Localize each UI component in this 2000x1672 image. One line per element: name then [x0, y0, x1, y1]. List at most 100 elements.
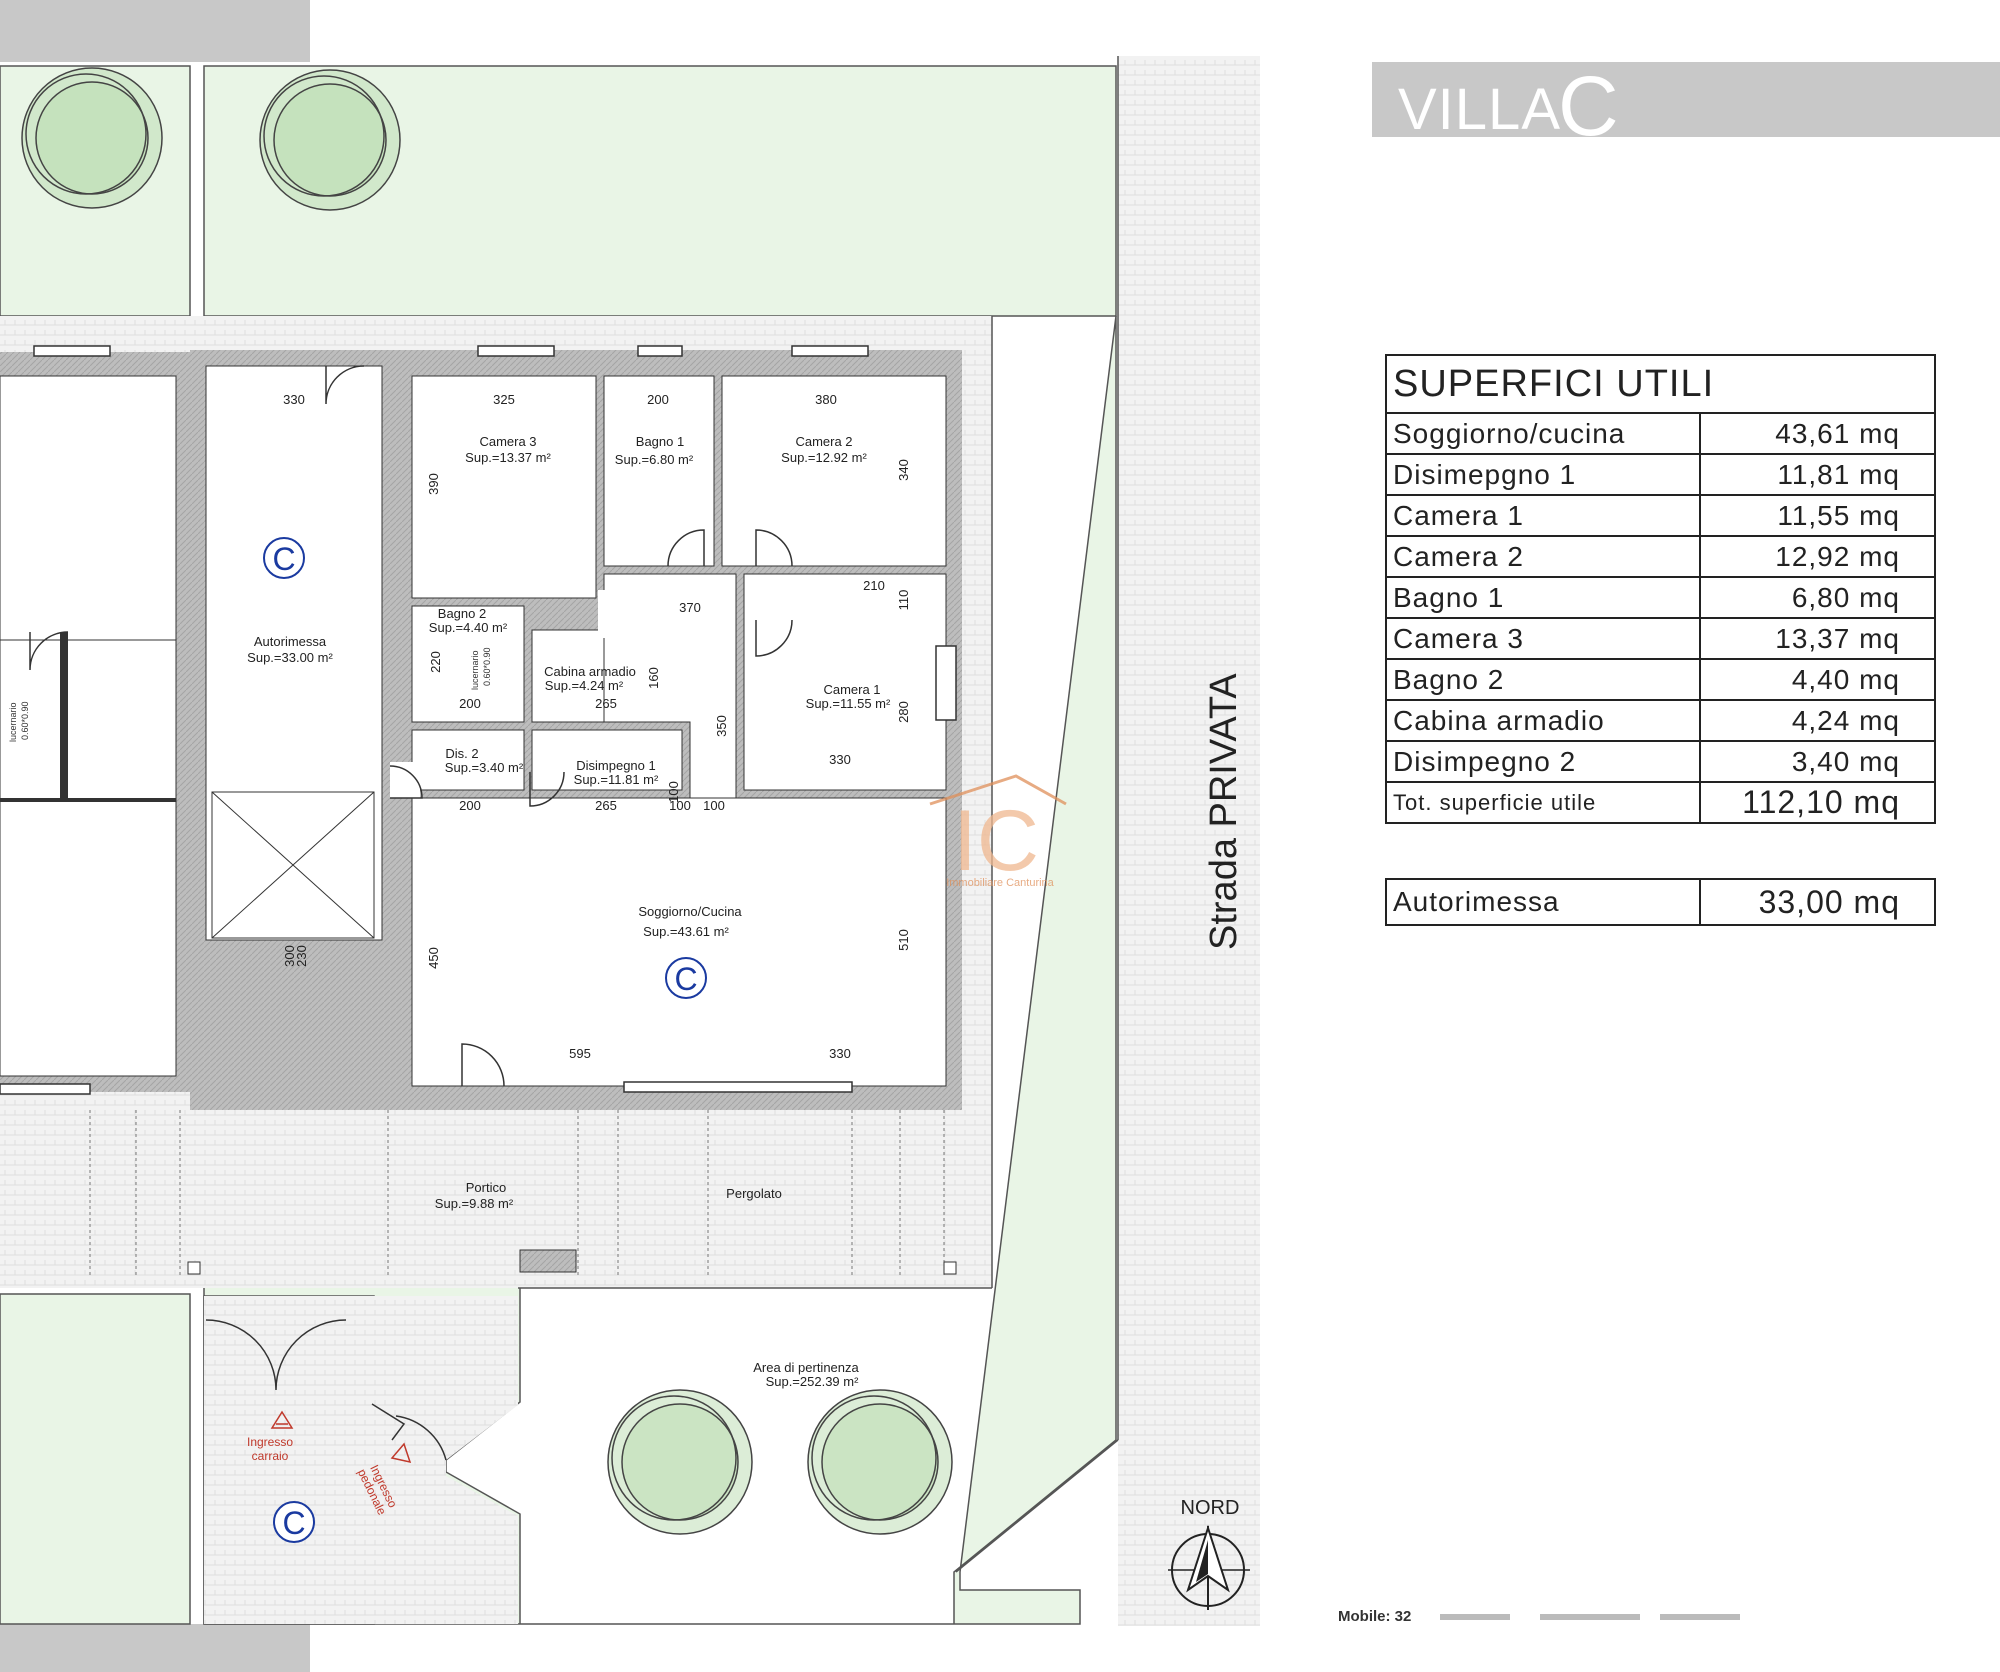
- skylight-size: 0.60*0.90: [482, 647, 492, 686]
- row-value: 13,37 mq: [1699, 617, 1936, 660]
- row-label: Bagno 1: [1385, 576, 1701, 619]
- neighbor-house: [0, 352, 190, 1092]
- garage-value: 33,00 mq: [1699, 878, 1936, 926]
- corner-bar: [0, 1624, 310, 1672]
- street-name: Strada PRIVATA: [1203, 673, 1245, 950]
- mobile-label: Mobile: 32: [1338, 1608, 1412, 1625]
- blurred-number: [1660, 1614, 1740, 1620]
- tree-icon: [807, 1389, 953, 1535]
- room-area: Sup.=6.80 m²: [615, 452, 694, 467]
- total-label: Tot. superficie utile: [1385, 781, 1701, 824]
- room-area: Sup.=12.92 m²: [781, 450, 867, 465]
- row-value: 6,80 mq: [1699, 576, 1936, 619]
- house-walls: [190, 350, 962, 1110]
- door-swings: [29, 365, 793, 1461]
- row-value: 4,40 mq: [1699, 658, 1936, 701]
- villa-title-word: VILLA: [1398, 77, 1561, 142]
- dimension-label: 350: [714, 715, 729, 737]
- room-area: Sup.=33.00 m²: [247, 650, 333, 665]
- row-value: 12,92 mq: [1699, 535, 1936, 578]
- dimension-label: 390: [426, 473, 441, 495]
- logo-letters: IC: [953, 793, 1039, 889]
- room-area: Sup.=11.55 m²: [806, 696, 891, 711]
- blurred-number: [1440, 1614, 1510, 1620]
- floor-plan: Camera 3 Sup.=13.37 m² Bagno 1 Sup.=6.80…: [0, 0, 1260, 1672]
- room-name: Camera 1: [823, 682, 880, 697]
- dimension-label: 330: [829, 752, 851, 767]
- blurred-number: [1540, 1614, 1640, 1620]
- row-label: Camera 3: [1385, 617, 1701, 660]
- garage-label: Autorimessa: [1385, 878, 1701, 926]
- pergola-block: [519, 1249, 577, 1273]
- room-name: Bagno 1: [636, 434, 684, 449]
- north-arrow-icon: NORD: [1168, 1497, 1250, 1610]
- pergola: [89, 1110, 945, 1278]
- dimension-label: 200: [459, 696, 481, 711]
- dimension-label: 265: [595, 696, 617, 711]
- skylight-label: lucernario: [8, 702, 18, 742]
- road-band: [1118, 56, 1260, 1626]
- villa-title-letter: C: [1558, 59, 1619, 153]
- row-label: Bagno 2: [1385, 658, 1701, 701]
- room-area: Sup.=3.40 m²: [445, 760, 524, 775]
- windows: [0, 345, 957, 1095]
- dimension-label: 210: [863, 578, 885, 593]
- room-name: Camera 2: [795, 434, 852, 449]
- dimension-label: 160: [646, 667, 661, 689]
- room-name: Pergolato: [726, 1186, 782, 1201]
- dimension-label: 510: [896, 929, 911, 951]
- room-name: Cabina armadio: [544, 664, 636, 679]
- row-label: Soggiorno/cucina: [1385, 412, 1701, 455]
- dimension-label: 370: [679, 600, 701, 615]
- svg-text:Ingresso: Ingresso: [247, 1435, 293, 1449]
- dimension-label: 100: [666, 781, 681, 803]
- unit-marker-icon: C: [665, 957, 707, 999]
- room-name: Autorimessa: [254, 634, 327, 649]
- row-value: 3,40 mq: [1699, 740, 1936, 783]
- north-label: NORD: [1181, 1497, 1240, 1519]
- skylight-size: 0.60*0.90: [20, 701, 30, 740]
- dimension-label: 230: [294, 945, 309, 967]
- room-area: Sup.=13.37 m²: [465, 450, 551, 465]
- room-name: Camera 3: [479, 434, 536, 449]
- room-area: Sup.=4.40 m²: [429, 620, 508, 635]
- row-label: Disimpegno 2: [1385, 740, 1701, 783]
- dimension-label: 200: [647, 392, 669, 407]
- room-name: Disimpegno 1: [576, 758, 656, 773]
- room-area: Sup.=43.61 m²: [643, 924, 729, 939]
- dimension-label: 280: [896, 701, 911, 723]
- skylight-label: lucernario: [470, 650, 480, 690]
- dimension-label: 100: [669, 798, 691, 813]
- room-area: Sup.=252.39 m²: [766, 1374, 860, 1389]
- dimension-label: 100: [703, 798, 725, 813]
- villa-title: VILLA C: [1372, 59, 2000, 153]
- room-name: Soggiorno/Cucina: [638, 904, 742, 919]
- svg-text:carraio: carraio: [252, 1449, 289, 1463]
- tree-icon: [607, 1389, 753, 1535]
- logo-name: Immobiliare Canturina: [946, 877, 1054, 889]
- dimension-label: 325: [493, 392, 515, 407]
- room-area: Sup.=4.24 m²: [545, 678, 624, 693]
- unit-marker-icon: C: [263, 537, 305, 579]
- row-value: 43,61 mq: [1699, 412, 1936, 455]
- room-name: Portico: [466, 1180, 506, 1195]
- room-area: Sup.=11.81 m²: [574, 772, 659, 787]
- dimension-label: 220: [428, 651, 443, 673]
- dimension-label: 595: [569, 1046, 591, 1061]
- row-value: 11,81 mq: [1699, 453, 1936, 496]
- room-area: Sup.=9.88 m²: [435, 1196, 514, 1211]
- dimension-label: 265: [595, 798, 617, 813]
- logo: IC Immobiliare Canturina: [929, 774, 1067, 889]
